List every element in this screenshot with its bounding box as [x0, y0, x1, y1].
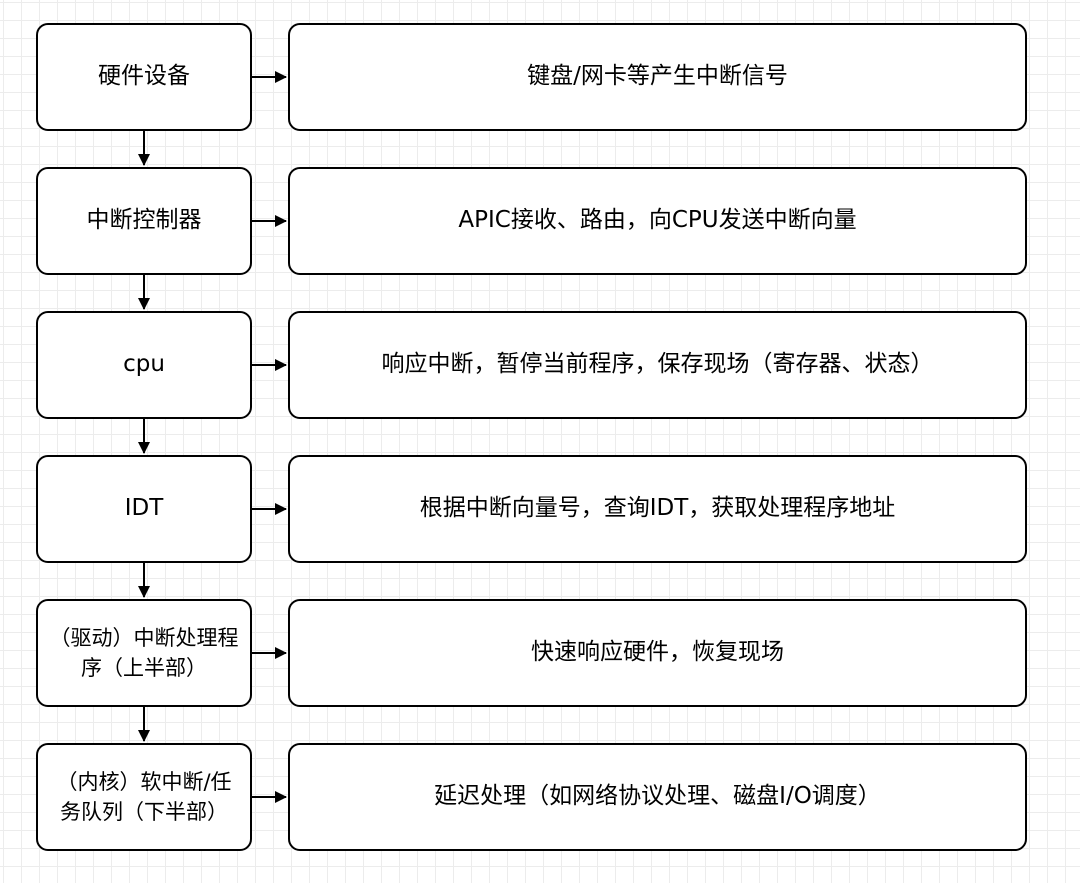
stage-idt: IDT: [36, 455, 252, 563]
description-idt: 根据中断向量号，查询IDT，获取处理程序地址: [288, 455, 1027, 563]
description-interrupt-controller: APIC接收、路由，向CPU发送中断向量: [288, 167, 1027, 275]
description-softirq-bottom-half: 延迟处理（如网络协议处理、磁盘I/O调度）: [288, 743, 1027, 851]
description-hardware-device: 键盘/网卡等产生中断信号: [288, 23, 1027, 131]
stage-interrupt-controller: 中断控制器: [36, 167, 252, 275]
stage-interrupt-handler-top-half: （驱动）中断处理程序（上半部）: [36, 599, 252, 707]
description-cpu: 响应中断，暂停当前程序，保存现场（寄存器、状态）: [288, 311, 1027, 419]
description-interrupt-handler-top-half: 快速响应硬件，恢复现场: [288, 599, 1027, 707]
stage-softirq-bottom-half: （内核）软中断/任务队列（下半部）: [36, 743, 252, 851]
stage-cpu: cpu: [36, 311, 252, 419]
stage-hardware-device: 硬件设备: [36, 23, 252, 131]
